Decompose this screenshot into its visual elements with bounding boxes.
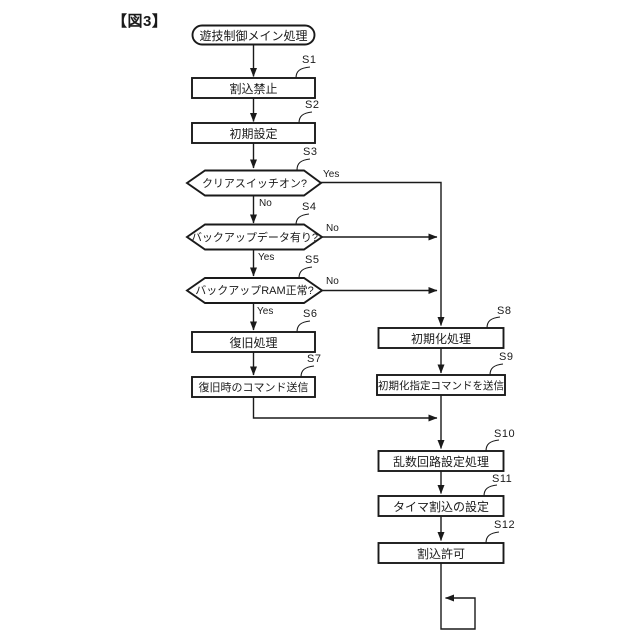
node-text-s12: 割込許可 bbox=[416, 546, 465, 561]
s2-box-shape bbox=[191, 122, 316, 144]
node-text-s8: 初期化処理 bbox=[410, 331, 471, 346]
s5-hexagon-shape bbox=[185, 277, 324, 304]
node-text-s3: クリアスイッチオン? bbox=[201, 178, 308, 190]
s10-box-shape bbox=[377, 450, 505, 472]
step-label-s8: S8 bbox=[497, 305, 512, 317]
node-text-s7: 復旧時のコマンド送信 bbox=[198, 382, 309, 394]
node-text-s1: 割込禁止 bbox=[229, 81, 278, 96]
step-label-s11: S11 bbox=[492, 473, 513, 485]
connector-lines bbox=[250, 45, 476, 630]
s11-box-shape bbox=[377, 495, 505, 517]
step-label-s3: S3 bbox=[303, 146, 318, 158]
start-terminator-shape bbox=[191, 24, 316, 46]
branch-label-s5-yes: Yes bbox=[257, 306, 274, 317]
s6-box-shape bbox=[191, 331, 316, 353]
step-label-s12: S12 bbox=[494, 519, 516, 531]
branch-label-s3-yes: Yes bbox=[323, 169, 340, 180]
node-text-s10: 乱数回路設定処理 bbox=[392, 454, 489, 469]
s3-hexagon-shape bbox=[185, 169, 323, 197]
figure-label: 【図3】 bbox=[112, 13, 168, 30]
s8-box-shape bbox=[377, 327, 505, 349]
step-label-leaders bbox=[295, 66, 504, 544]
branch-label-s4-yes: Yes bbox=[258, 252, 275, 263]
branch-label-s3-no: No bbox=[259, 198, 272, 209]
branch-label-s4-no: No bbox=[326, 223, 339, 234]
s12-box-shape bbox=[377, 542, 505, 564]
step-label-s5: S5 bbox=[305, 254, 320, 266]
node-text-s11: タイマ割込の設定 bbox=[392, 499, 489, 514]
step-label-s10: S10 bbox=[494, 428, 516, 440]
s9-box-shape bbox=[376, 374, 506, 396]
s1-box-shape bbox=[191, 77, 316, 99]
s7-box-shape bbox=[191, 376, 316, 398]
node-text-s9: 初期化指定コマンドを送信 bbox=[378, 379, 504, 392]
step-label-s9: S9 bbox=[499, 351, 514, 363]
step-label-s2: S2 bbox=[305, 99, 320, 111]
step-label-s4: S4 bbox=[302, 201, 317, 213]
node-shapes bbox=[185, 24, 506, 564]
node-text-s5: バックアップRAM正常? bbox=[195, 285, 314, 297]
node-text-s2: 初期設定 bbox=[229, 126, 278, 141]
step-label-s7: S7 bbox=[307, 353, 322, 365]
node-text-s4: バックアップデータ有り? bbox=[190, 232, 319, 244]
step-label-s1: S1 bbox=[302, 54, 317, 66]
start-node-label: 遊技制御メイン処理 bbox=[199, 28, 308, 43]
node-text-s6: 復旧処理 bbox=[229, 335, 278, 350]
s4-hexagon-shape bbox=[185, 223, 324, 251]
step-label-s6: S6 bbox=[303, 308, 318, 320]
branch-label-s5-no: No bbox=[326, 276, 339, 287]
